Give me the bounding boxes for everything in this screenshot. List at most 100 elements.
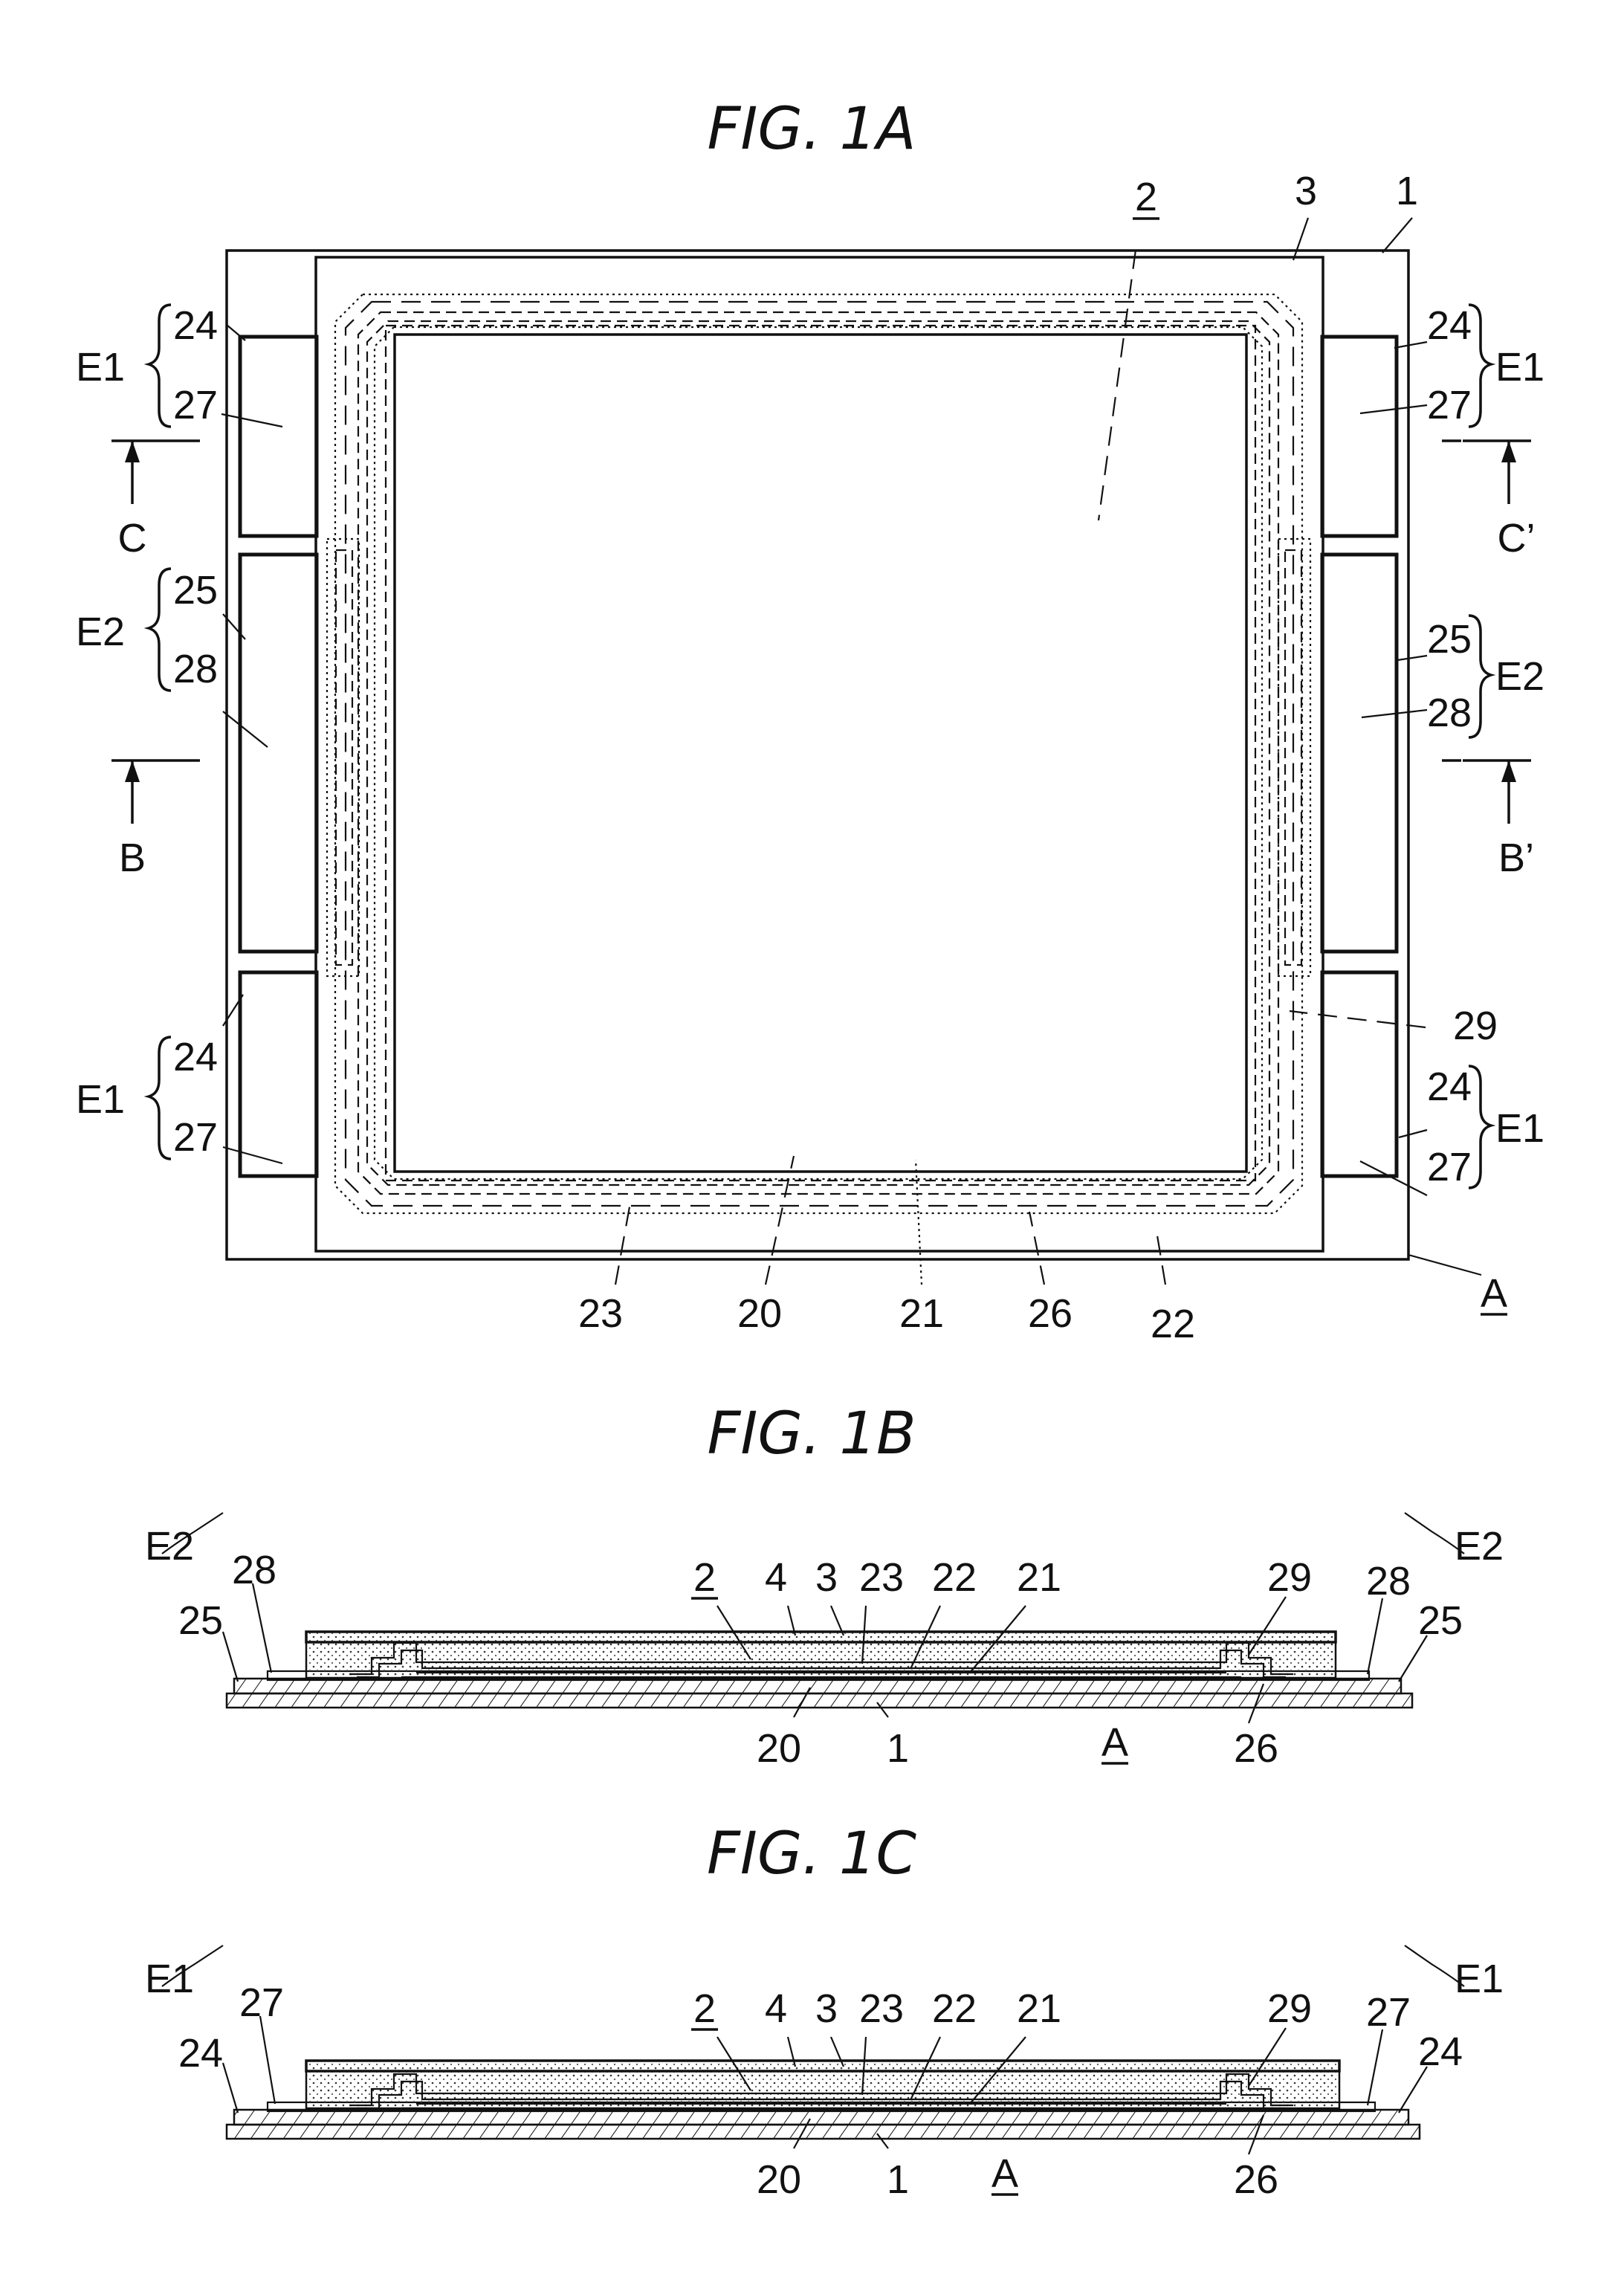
label-20: 20 xyxy=(757,1726,801,1771)
layer-outline-outer-dotted xyxy=(335,294,1302,1213)
label-22: 22 xyxy=(932,1986,977,2031)
label-2: 2 xyxy=(693,1986,716,2031)
label-1: 1 xyxy=(887,2157,909,2202)
label-23: 23 xyxy=(859,1555,904,1600)
pad-e1-bottom-left xyxy=(240,972,317,1176)
contact-strip-right-inner xyxy=(1285,550,1301,965)
label-24-right: 24 xyxy=(1418,2029,1463,2074)
section-c-prime-arrow-head xyxy=(1501,441,1516,462)
label-3: 3 xyxy=(1295,169,1317,213)
section-b-prime-arrow-head xyxy=(1501,760,1516,782)
contact-strip-left-inner xyxy=(336,550,352,965)
label-a: A xyxy=(991,2151,1018,2196)
label-26: 26 xyxy=(1234,2157,1278,2202)
pad-e2-right xyxy=(1322,555,1397,952)
label-2: 2 xyxy=(1135,175,1157,219)
label-25-right: 25 xyxy=(1418,1598,1463,1643)
substrate-1 xyxy=(227,1693,1412,1708)
label-1: 1 xyxy=(1396,169,1418,213)
fig-1a-leader-lines xyxy=(221,218,1481,1285)
label-27-bottom-left: 27 xyxy=(173,1115,218,1160)
label-b: B xyxy=(119,836,146,880)
label-23: 23 xyxy=(859,1986,904,2031)
label-25-right: 25 xyxy=(1427,617,1472,662)
label-b-prime: B’ xyxy=(1498,836,1534,880)
label-e2-left: E2 xyxy=(76,610,125,654)
label-e1-bottom-left: E1 xyxy=(76,1077,125,1122)
label-27-top-right: 27 xyxy=(1427,383,1472,427)
label-27-top-left: 27 xyxy=(173,383,218,427)
label-3: 3 xyxy=(815,1555,838,1600)
label-29: 29 xyxy=(1453,1004,1498,1048)
contact-strip-left xyxy=(327,539,359,976)
fig-1b-title: FIG. 1B xyxy=(707,1401,916,1467)
label-24-bottom-right: 24 xyxy=(1427,1065,1472,1109)
pad-e1-top-left xyxy=(240,337,317,536)
label-27-bottom-right: 27 xyxy=(1427,1145,1472,1189)
fig-1c-title: FIG. 1C xyxy=(707,1821,917,1887)
label-c-prime: C’ xyxy=(1498,516,1536,561)
substrate-1 xyxy=(227,2125,1420,2139)
label-24-top-left: 24 xyxy=(173,303,218,348)
label-22: 22 xyxy=(932,1555,977,1600)
pad-e1-top-right xyxy=(1322,337,1397,536)
label-25-left: 25 xyxy=(178,1598,223,1643)
label-26: 26 xyxy=(1028,1291,1073,1336)
label-2: 2 xyxy=(693,1555,716,1600)
label-1: 1 xyxy=(887,1726,909,1771)
pad-e1-bottom-right xyxy=(1322,972,1397,1176)
label-e1-top-right: E1 xyxy=(1495,345,1544,390)
pad-e2-left xyxy=(240,555,317,952)
label-c: C xyxy=(118,516,147,561)
label-a: A xyxy=(1101,1720,1128,1765)
label-e1-left: E1 xyxy=(145,1957,194,2001)
label-23: 23 xyxy=(578,1291,623,1336)
label-e1-bottom-right: E1 xyxy=(1495,1106,1544,1151)
section-b-arrow-head xyxy=(125,760,140,782)
section-c-arrow-head xyxy=(125,441,140,462)
label-20: 20 xyxy=(737,1291,782,1336)
active-area-outline xyxy=(395,335,1246,1172)
sealing-plate-outline xyxy=(316,257,1323,1251)
fig-1a-title: FIG. 1A xyxy=(708,96,916,163)
label-28-left: 28 xyxy=(173,647,218,691)
label-4: 4 xyxy=(765,1555,787,1600)
substrate-outline xyxy=(227,251,1408,1259)
contact-strip-right xyxy=(1278,539,1310,976)
filler-4 xyxy=(306,1632,1336,1678)
label-e1-right: E1 xyxy=(1455,1957,1504,2001)
label-21: 21 xyxy=(899,1291,944,1336)
label-24-bottom-left: 24 xyxy=(173,1035,218,1079)
label-21: 21 xyxy=(1017,1555,1061,1600)
label-27-left: 27 xyxy=(239,1980,284,2025)
label-21: 21 xyxy=(1017,1986,1061,2031)
label-28-right: 28 xyxy=(1366,1559,1411,1604)
fig-1a-group-braces xyxy=(149,305,1491,1188)
fig-1c-cross-section: E1 27 24 2 4 3 23 22 21 29 27 E1 24 20 1… xyxy=(145,1945,1504,2202)
label-a: A xyxy=(1481,1271,1507,1316)
layer-outline-21 xyxy=(375,327,1262,1179)
label-e2-left: E2 xyxy=(145,1524,194,1569)
layer-outline-23 xyxy=(367,321,1269,1185)
label-26: 26 xyxy=(1234,1726,1278,1771)
layer-outline-22 xyxy=(346,302,1293,1206)
label-29: 29 xyxy=(1267,1555,1312,1600)
label-27-right: 27 xyxy=(1366,1990,1411,2035)
label-28-right: 28 xyxy=(1427,691,1472,735)
label-20: 20 xyxy=(757,2157,801,2202)
label-24-top-right: 24 xyxy=(1427,303,1472,348)
label-e2-right: E2 xyxy=(1455,1524,1504,1569)
label-28-left: 28 xyxy=(232,1548,276,1592)
fig-1a-plan-view: 2 3 1 E1 24 27 E1 24 27 C C’ E2 25 28 E2… xyxy=(76,169,1544,1346)
layer-outline-26 xyxy=(386,326,1255,1181)
label-e2-right: E2 xyxy=(1495,654,1544,699)
label-29: 29 xyxy=(1267,1986,1312,2031)
label-3: 3 xyxy=(815,1986,838,2031)
fig-1b-cross-section: E2 28 25 2 4 3 23 22 21 29 28 E2 25 20 1… xyxy=(145,1513,1504,1771)
label-e1-top-left: E1 xyxy=(76,345,125,390)
label-4: 4 xyxy=(765,1986,787,2031)
filler-4 xyxy=(306,2061,1339,2108)
label-22: 22 xyxy=(1151,1302,1195,1346)
label-24-left: 24 xyxy=(178,2031,223,2076)
